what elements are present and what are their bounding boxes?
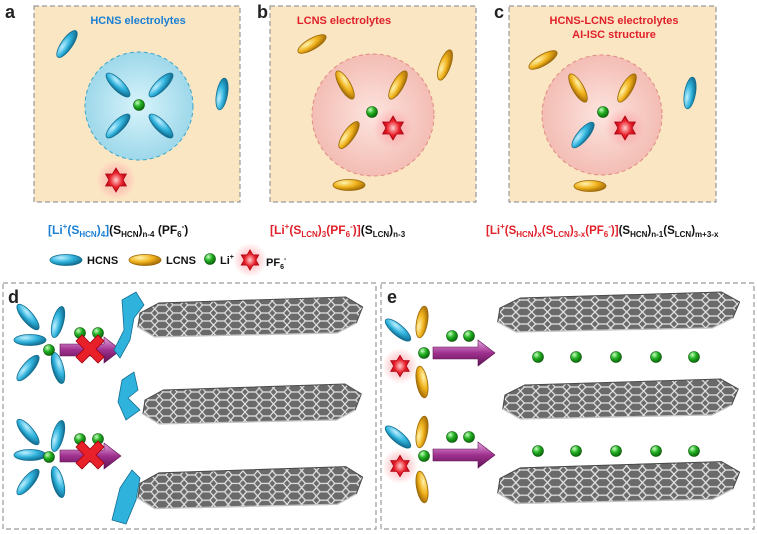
hcns-molecule [13, 449, 47, 461]
intercalated-li-ion [610, 351, 622, 363]
lcns-molecule [573, 180, 607, 192]
pf6-anion [95, 159, 137, 201]
formula-a: [Li+(SHCN)4](SHCN)n-4 (PF6-) [48, 222, 188, 239]
formula-c: [Li+(SHCN)x(SLCN)3-x(PF6-)](SHCN)n-1(SLC… [486, 222, 719, 239]
hcns-molecule [13, 334, 47, 346]
intercalated-li-ion [610, 445, 622, 457]
solvent-debris [113, 291, 145, 359]
legend-hcns-label: HCNS [87, 255, 118, 267]
solvent-debris [111, 469, 141, 525]
panel-d-letter: d [8, 287, 19, 307]
pf6-anion [381, 447, 419, 485]
intercalated-li-ion [650, 351, 662, 363]
panel-e-letter: e [387, 287, 397, 307]
li-ion [43, 344, 55, 356]
intercalated-li-ion [688, 445, 700, 457]
panel-a-title: HCNS electrolytes [90, 15, 185, 27]
intercalated-li-ion [650, 445, 662, 457]
li-ion [418, 347, 430, 359]
graphite-layer [501, 378, 740, 420]
legend-pf6-icon [232, 242, 268, 278]
legend-lcns-icon [128, 254, 162, 266]
graphite-layer [142, 383, 363, 425]
li-ion [366, 106, 378, 118]
legend: HCNS LCNS Li+ PF6- [49, 242, 287, 278]
legend-lcns-label: LCNS [166, 255, 196, 267]
blocked-cross-icon [75, 440, 105, 470]
legend-li-icon [204, 253, 216, 265]
intercalated-li-ion [688, 351, 700, 363]
intercalation-arrow [432, 441, 496, 469]
panel-c-title-line1: HCNS-LCNS electrolytes [550, 15, 679, 27]
graphite-layer [496, 460, 741, 505]
intercalated-li-ion [570, 351, 582, 363]
panel-c-title-line2: AI-ISC structure [572, 29, 656, 41]
li-ion [43, 451, 55, 463]
panel-c-letter: c [494, 2, 504, 22]
panel-b-title: LCNS electrolytes [297, 15, 391, 27]
lcns-molecule [332, 179, 366, 191]
panel-c: c HCNS-LCNS electrolytes AI-ISC structur… [494, 2, 717, 203]
li-ion [597, 106, 609, 118]
li-ion [446, 431, 458, 443]
li-ion [446, 330, 458, 342]
intercalated-li-ion [532, 351, 544, 363]
panel-b: b LCNS electrolytes [257, 2, 477, 203]
legend-pf6-label: PF6- [266, 256, 287, 271]
intercalation-arrow [432, 339, 496, 367]
intercalated-li-ion [570, 445, 582, 457]
li-ion [133, 99, 145, 111]
panel-b-letter: b [257, 2, 268, 22]
li-ion [418, 450, 430, 462]
graphite-layer [496, 291, 741, 333]
legend-hcns-icon [49, 254, 83, 266]
solvent-debris [117, 371, 141, 421]
graphite-layer [137, 465, 364, 510]
graphite-layer [137, 296, 364, 338]
li-ion [463, 431, 475, 443]
legend-li-label: Li+ [220, 254, 234, 267]
pf6-anion [604, 107, 646, 149]
pf6-anion [381, 347, 419, 385]
intercalated-li-ion [532, 445, 544, 457]
panel-a-letter: a [5, 2, 16, 22]
formula-b: [Li+(SLCN)3(PF6-)](SLCN)n-3 [270, 222, 406, 239]
panel-a: a HCNS electrolytes [5, 2, 241, 203]
pf6-anion [372, 107, 414, 149]
panel-d: d [2, 282, 377, 530]
li-ion [463, 330, 475, 342]
panel-e: e [380, 282, 755, 530]
blocked-cross-icon [75, 334, 105, 364]
